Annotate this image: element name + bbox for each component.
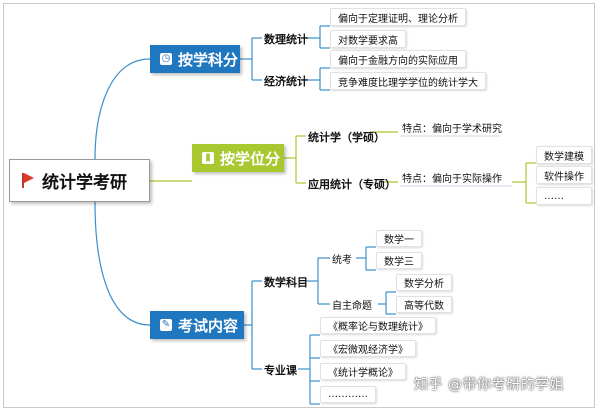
link-root-exam <box>94 201 151 326</box>
leaf-finance[interactable]: 偏向于金融方向的实际应用 <box>330 50 466 68</box>
clock-icon: ◷ <box>160 53 172 65</box>
root-node[interactable]: 统计学考研 <box>9 159 150 202</box>
flag-icon <box>22 173 34 188</box>
subgroup-independent[interactable]: 自主命题 <box>332 301 372 312</box>
leaf-math-one[interactable]: 数学一 <box>376 230 422 247</box>
bar-chart-icon: ▮ <box>202 152 214 164</box>
subgroup-unified[interactable]: 统考 <box>332 255 352 266</box>
branch-degree-label: 按学位分 <box>220 149 281 168</box>
leaf-probability[interactable]: 《概率论与数理统计》 <box>320 317 436 334</box>
group-applied[interactable]: 应用统计（专硕） <box>308 178 396 191</box>
canvas-frame <box>3 3 595 408</box>
leaf-ellipsis-degree[interactable]: …… <box>536 187 592 205</box>
pencil-icon: ✎ <box>160 319 172 331</box>
branch-exam-label: 考试内容 <box>178 316 239 335</box>
branch-degree[interactable]: ▮ 按学位分 <box>192 144 284 172</box>
branch-subject[interactable]: ◷ 按学科分 <box>150 45 240 73</box>
branch-subject-label: 按学科分 <box>178 50 239 69</box>
leaf-economics[interactable]: 《宏微观经济学》 <box>320 340 416 357</box>
group-math-subject[interactable]: 数学科目 <box>264 276 308 289</box>
leaf-software[interactable]: 软件操作 <box>536 166 592 184</box>
leaf-math-demand[interactable]: 对数学要求高 <box>330 30 406 48</box>
watermark: 知乎 @带你考研的学姐 <box>414 377 564 393</box>
group-academic[interactable]: 统计学（学硕） <box>308 131 385 144</box>
leaf-math-three[interactable]: 数学三 <box>376 252 422 269</box>
feature-applied[interactable]: 特点：偏向于实际操作 <box>402 174 502 185</box>
leaf-modeling[interactable]: 数学建模 <box>536 146 592 164</box>
feature-academic[interactable]: 特点：偏向于学术研究 <box>402 124 502 135</box>
group-math-stats[interactable]: 数理统计 <box>264 33 308 46</box>
leaf-ellipsis-major[interactable]: ………… <box>320 386 376 403</box>
group-major-course[interactable]: 专业课 <box>264 364 297 377</box>
root-label: 统计学考研 <box>42 173 127 193</box>
link-root-subject <box>94 58 151 160</box>
branch-exam[interactable]: ✎ 考试内容 <box>150 311 244 339</box>
group-econ-stats[interactable]: 经济统计 <box>264 75 308 88</box>
leaf-theory[interactable]: 偏向于定理证明、理论分析 <box>330 8 466 26</box>
leaf-algebra[interactable]: 高等代数 <box>396 296 452 313</box>
leaf-competition[interactable]: 竞争难度比理学学位的统计学大 <box>330 72 486 90</box>
leaf-analysis[interactable]: 数学分析 <box>396 274 452 291</box>
leaf-intro-stats[interactable]: 《统计学概论》 <box>320 363 406 380</box>
